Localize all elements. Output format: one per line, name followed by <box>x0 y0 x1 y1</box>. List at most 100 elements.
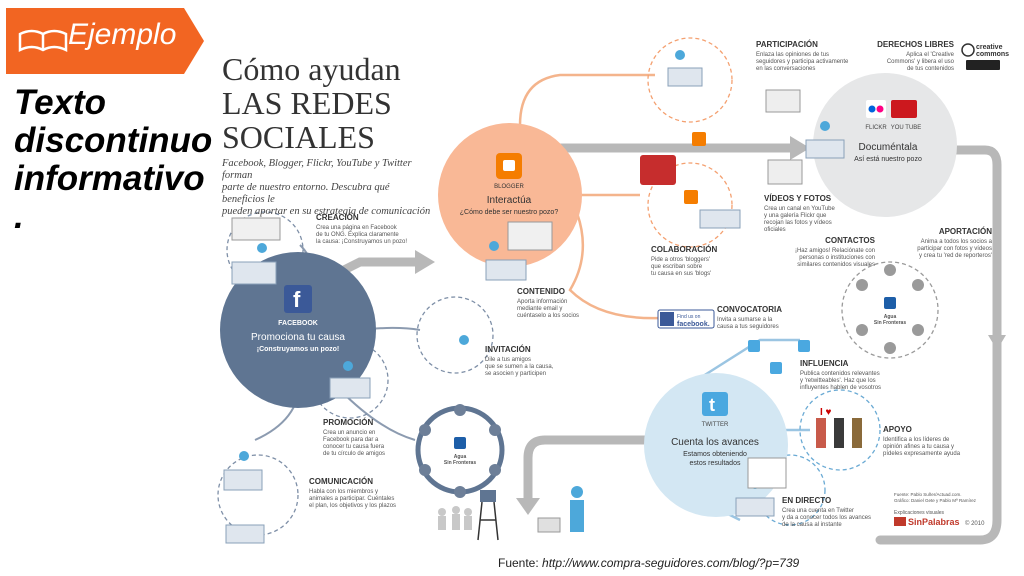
person-head <box>675 50 685 60</box>
person-head <box>820 121 830 131</box>
svg-text:que se sumen a la causa,: que se sumen a la causa, <box>485 364 554 370</box>
sinpalabras-logo-icon <box>894 517 906 526</box>
desk-colaboracion <box>699 209 741 229</box>
svg-text:el plan, los objetivos y los p: el plan, los objetivos y los plazos <box>309 503 396 509</box>
svg-text:¡Haz amigos! Relaciónate con: ¡Haz amigos! Relaciónate con <box>795 248 875 254</box>
svg-text:Dile a tus amigos: Dile a tus amigos <box>485 357 531 363</box>
credit-source: Fuente: Pablo Suñer/Actuad.com. <box>894 492 962 497</box>
ring-contactos <box>841 261 939 359</box>
svg-text:COLABORACIÓN: COLABORACIÓN <box>651 245 717 254</box>
step-derechos: DERECHOS LIBRES Aplica el 'Creative Comm… <box>877 40 955 72</box>
svg-text:causa a tus seguidores: causa a tus seguidores <box>717 324 779 330</box>
agua-label-left-2: Sin Fronteras <box>444 460 476 466</box>
person-head <box>343 361 353 371</box>
sinpalabras-logo: SinPalabras <box>908 517 960 527</box>
svg-text:opinión afines a tu causa y: opinión afines a tu causa y <box>883 444 954 450</box>
side-title-line: Texto <box>14 83 107 122</box>
i-love-sign: I ♥ <box>820 407 832 418</box>
svg-text:y da a conocer todos los avanc: y da a conocer todos los avances <box>782 515 871 521</box>
desk-en-directo <box>735 497 775 517</box>
svg-text:VÍDEOS Y FOTOS: VÍDEOS Y FOTOS <box>764 194 832 203</box>
svg-text:mediante email y: mediante email y <box>517 306 562 312</box>
hub-flickr <box>813 73 957 217</box>
svg-text:CONVOCATORIA: CONVOCATORIA <box>717 305 782 314</box>
step-contenido: CONTENIDO Aporta información mediante em… <box>517 287 579 319</box>
hub-facebook <box>220 252 376 408</box>
svg-text:CONTENIDO: CONTENIDO <box>517 287 565 296</box>
well-building <box>537 517 561 533</box>
step-influencia: INFLUENCIA Publica contenidos relevantes… <box>800 359 881 391</box>
svg-text:PARTICIPACIÓN: PARTICIPACIÓN <box>756 40 818 49</box>
svg-text:CREACIÓN: CREACIÓN <box>316 213 359 222</box>
step-convocatoria: CONVOCATORIA Invita a sumarse a la causa… <box>717 305 782 330</box>
source-url[interactable]: http://www.compra-seguidores.com/blog/?p… <box>542 556 800 570</box>
twitter-page-screenshot <box>747 457 787 489</box>
twitter-logo-icon <box>702 392 728 416</box>
svg-text:Aporta información: Aporta información <box>517 299 567 305</box>
find-us-line1: Find us on <box>677 314 701 320</box>
svg-text:Enlaza las opiniones de tus: Enlaza las opiniones de tus <box>756 52 829 58</box>
person-head <box>489 241 499 251</box>
hub-blogger-sub: ¿Cómo debe ser nuestro pozo? <box>460 209 559 216</box>
arrowhead-flickr <box>790 136 810 160</box>
source-label: Fuente: <box>498 556 539 570</box>
twitter-bird-icon <box>748 340 760 352</box>
blogger-mini-icon <box>692 132 706 146</box>
infographic-title-line: SOCIALES <box>222 119 375 155</box>
svg-text:INFLUENCIA: INFLUENCIA <box>800 359 849 368</box>
infographic-subtitle: Facebook, Blogger, Flickr, YouTube y Twi… <box>222 158 432 218</box>
svg-text:Pide a otros 'bloggers': Pide a otros 'bloggers' <box>651 257 710 263</box>
svg-text:y 'retwitteables'. Haz que los: y 'retwitteables'. Haz que los <box>800 378 876 384</box>
svg-text:animales a participar. Cuéntal: animales a participar. Cuéntales <box>309 496 394 502</box>
blogger-mini-icon <box>684 190 698 204</box>
step-videos: VÍDEOS Y FOTOS Crea un canal en YouTube … <box>764 194 835 233</box>
infographic-title-line: Cómo ayudan <box>222 51 401 87</box>
svg-text:Crea una página en Facebook: Crea una página en Facebook <box>316 225 398 231</box>
svg-text:conocer tu causa fuera: conocer tu causa fuera <box>323 444 385 450</box>
explicaciones-visuales: Explicaciones visuales <box>894 510 945 516</box>
svg-text:Publica contenidos relevantes: Publica contenidos relevantes <box>800 371 880 377</box>
side-title-line: . <box>14 197 24 236</box>
arrowhead-well <box>516 498 540 515</box>
cc-label-2: commons <box>976 51 1009 58</box>
infographic-subtitle-line: parte de nuestro entorno. Descubra qué b… <box>222 182 390 205</box>
desk-contenido <box>485 259 527 281</box>
svg-text:APOYO: APOYO <box>883 425 912 434</box>
step-aportacion: APORTACIÓN Anima a todos los socios a pa… <box>917 227 992 259</box>
agua-label-right-1: Agua <box>884 314 897 320</box>
step-colaboracion: COLABORACIÓN Pide a otros 'bloggers' que… <box>651 245 717 277</box>
svg-text:seguidores y participa activam: seguidores y participa activamente <box>756 59 849 65</box>
person-standing <box>570 500 584 532</box>
svg-text:Anima a todos los socios a: Anima a todos los socios a <box>921 239 993 245</box>
svg-text:Habla con los miembros y: Habla con los miembros y <box>309 489 378 495</box>
step-participacion: PARTICIPACIÓN Enlaza las opiniones de tu… <box>756 40 849 72</box>
infographic-subtitle-line: pueden aportar en su estrategia de comun… <box>222 206 431 217</box>
agua-label-right-2: Sin Fronteras <box>874 320 906 326</box>
photo-thumbnail <box>765 89 801 113</box>
svg-text:COMUNICACIÓN: COMUNICACIÓN <box>309 477 373 486</box>
step-en-directo: EN DIRECTO Crea una cuenta en Twitter y … <box>782 496 871 528</box>
step-labels: CREACIÓN Crea una página en Facebook de … <box>309 40 993 528</box>
step-invitacion: INVITACIÓN Dile a tus amigos que se sume… <box>485 345 554 377</box>
agua-label-left-1: Agua <box>454 454 467 460</box>
ring-agua-left <box>415 405 505 495</box>
ring-colaboracion <box>647 162 733 248</box>
svg-text:APORTACIÓN: APORTACIÓN <box>939 227 992 236</box>
agua-logo-left <box>454 437 466 449</box>
hub-facebook-brand: FACEBOOK <box>278 320 318 327</box>
person-head <box>571 486 583 498</box>
svg-text:t: t <box>709 395 715 415</box>
supporter-2 <box>834 418 844 448</box>
flickr-logo-icon <box>866 100 886 118</box>
ring-comunicacion <box>217 454 299 536</box>
svg-text:INVITACIÓN: INVITACIÓN <box>485 345 531 354</box>
hub-flickr-title: Documéntala <box>859 142 918 153</box>
arrowhead-blogger <box>415 250 435 274</box>
twitter-bird-icon <box>770 362 782 374</box>
ring-invitacion <box>416 296 494 374</box>
svg-text:Facebook para dar a: Facebook para dar a <box>323 437 379 443</box>
svg-text:en las conversaciones: en las conversaciones <box>756 66 815 72</box>
step-promocion: PROMOCIÓN Crea un anuncio en Facebook pa… <box>323 418 385 457</box>
desk-flickr <box>805 139 845 159</box>
svg-text:similares contenidos visuales: similares contenidos visuales <box>797 262 875 268</box>
